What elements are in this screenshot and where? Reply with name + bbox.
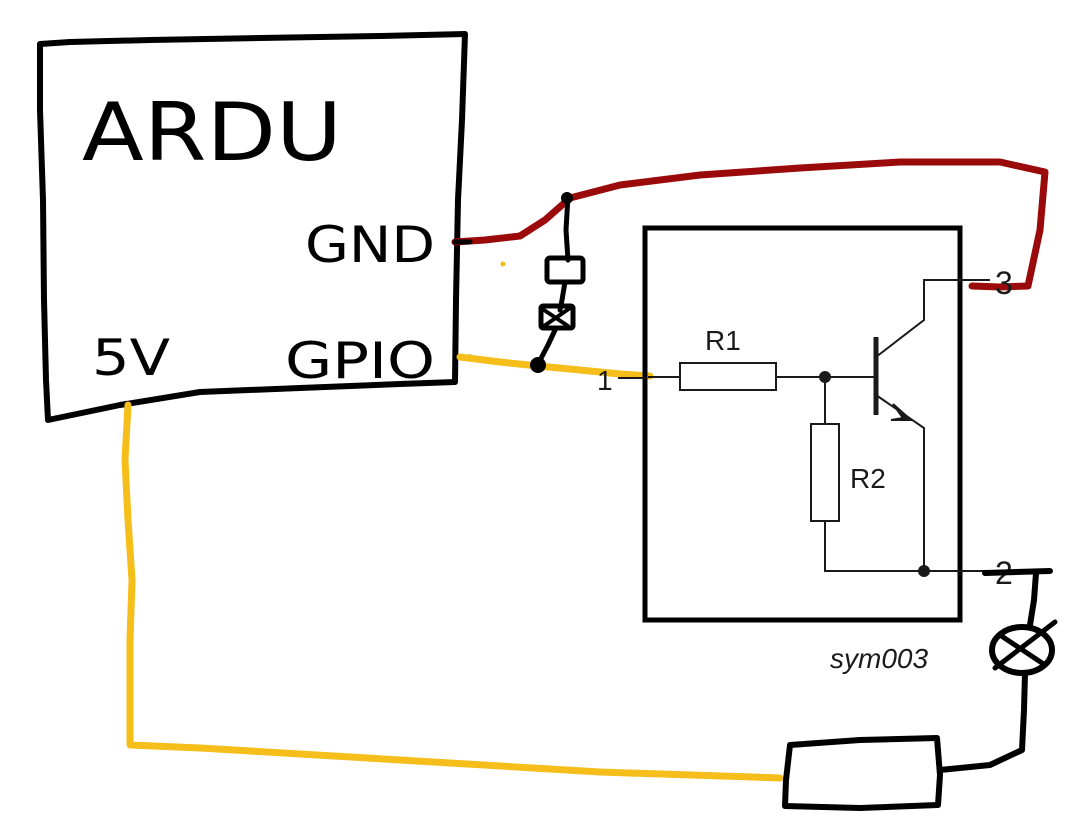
r1-label: R1 xyxy=(705,325,741,356)
gpio-wire xyxy=(456,353,654,380)
pin1-label: 1 xyxy=(597,365,613,396)
pin3-label: 3 xyxy=(995,265,1013,301)
resistor-r2 xyxy=(810,423,840,522)
battery-icon xyxy=(782,735,943,811)
stray-dot xyxy=(500,261,506,267)
module-caption: sym003 xyxy=(830,643,928,674)
module-outline xyxy=(642,225,963,623)
emitter-junction-dot xyxy=(918,565,930,577)
arduino-title: ARDU xyxy=(82,86,342,179)
gnd-wire xyxy=(451,158,1049,291)
fivev-label: 5V xyxy=(92,329,170,387)
gnd-label: GND xyxy=(305,216,435,274)
arduino-board: ARDU GND GPIO 5V xyxy=(37,31,468,423)
lamp-icon xyxy=(989,619,1058,676)
fivev-wire xyxy=(121,401,784,782)
resistor-r1 xyxy=(679,362,777,391)
r2-label: R2 xyxy=(850,463,886,494)
gpio-junction-dot xyxy=(530,357,546,373)
transistor-module: 1 R1 R2 3 2 sym003 xyxy=(597,225,1018,674)
pushbutton-switch xyxy=(530,192,586,373)
gpio-label: GPIO xyxy=(285,332,435,390)
npn-transistor-icon xyxy=(873,279,990,571)
